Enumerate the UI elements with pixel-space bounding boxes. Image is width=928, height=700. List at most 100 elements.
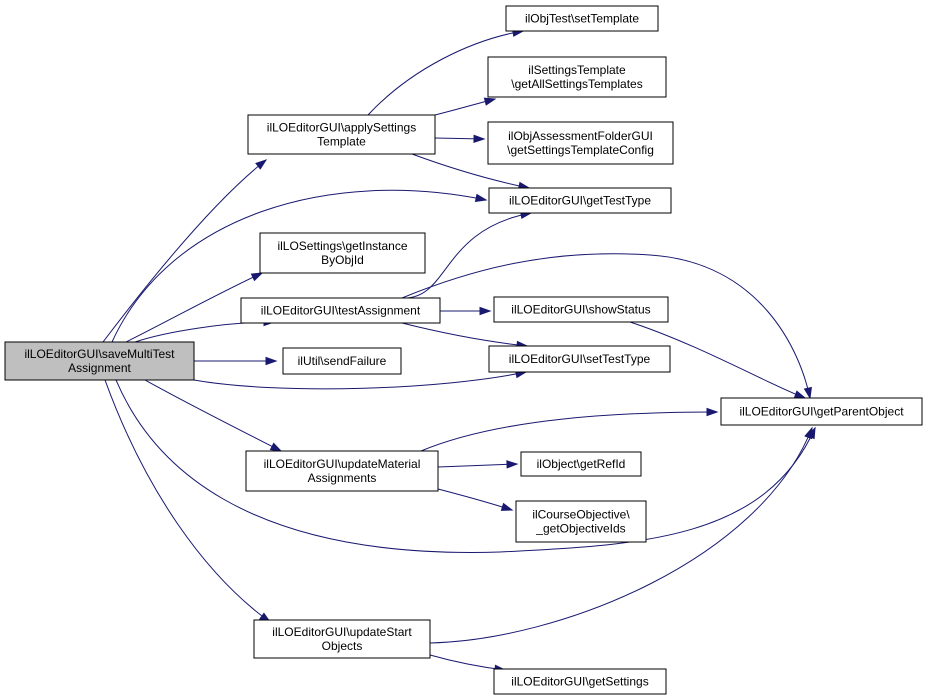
edge-line (411, 153, 530, 189)
edge-line (401, 212, 532, 299)
node-label-line: ilLOEditorGUI\setTestType (509, 352, 651, 366)
node-box (487, 56, 667, 98)
node-sendFailure[interactable]: ilUtil\sendFailure (282, 347, 402, 375)
edge-line (111, 189, 487, 343)
edge-applySettingsTemplate-to-getAllSettingsTemplates (434, 97, 497, 116)
node-getTestType[interactable]: ilLOEditorGUI\getTestType (488, 187, 672, 214)
edge-saveMultiTestAssignment-to-updateMaterialAssignments (144, 379, 283, 452)
node-label-line: ilLOEditorGUI\getTestType (509, 194, 651, 208)
node-label-line: Assignments (308, 471, 377, 485)
node-box (520, 451, 642, 477)
node-box (282, 347, 402, 375)
edge-arrowhead (803, 386, 812, 400)
edge-saveMultiTestAssignment-to-getTestType (111, 189, 488, 343)
node-label-line: ilUtil\sendFailure (298, 354, 387, 368)
edge-line (401, 322, 528, 347)
edge-line (104, 379, 271, 623)
edge-line (193, 371, 527, 390)
edge-line (102, 159, 267, 343)
node-label-line: Assignment (68, 361, 131, 375)
node-box (245, 450, 439, 492)
edge-line (420, 411, 718, 452)
edge-arrowhead (473, 134, 486, 143)
node-label-line: ilObjAssessmentFolderGUI (508, 129, 653, 143)
node-label-line: ilLOEditorGUI\getParentObject (739, 405, 904, 419)
node-setTestType[interactable]: ilLOEditorGUI\setTestType (488, 345, 671, 373)
edge-saveMultiTestAssignment-to-applySettingsTemplate (102, 159, 268, 343)
node-setTemplate[interactable]: ilObjTest\setTemplate (505, 5, 659, 32)
node-box (259, 232, 426, 274)
node-getSettingsTemplateConfig[interactable]: ilObjAssessmentFolderGUI\getSettingsTemp… (487, 121, 674, 165)
edge-saveMultiTestAssignment-to-sendFailure (194, 356, 278, 366)
node-box (4, 341, 195, 381)
edge-line (367, 30, 524, 116)
edge-updateMaterialAssignments-to-getParentObject (420, 407, 719, 452)
node-label-line: \getAllSettingsTemplates (511, 77, 642, 91)
edge-arrowhead (479, 306, 492, 316)
node-label-line: Template (317, 135, 366, 149)
node-box (515, 500, 647, 543)
edge-arrowhead (269, 442, 283, 452)
edge-line (429, 654, 506, 671)
edge-line (429, 427, 813, 644)
node-box (493, 296, 669, 323)
nodes-layer: ilLOEditorGUI\saveMultiTestAssignmentilL… (4, 5, 923, 695)
node-label-line: ilLOEditorGUI\testAssignment (261, 304, 421, 318)
edge-arrowhead (250, 272, 264, 282)
node-box (488, 345, 671, 373)
node-label-line: ilCourseObjective\ (532, 508, 630, 522)
edge-line (134, 321, 275, 343)
edge-line (437, 463, 518, 468)
edge-updateMaterialAssignments-to-getRefId (437, 460, 519, 469)
node-label-line: ilLOEditorGUI\updateStart (272, 625, 412, 639)
edge-line (437, 488, 513, 511)
node-box (487, 121, 674, 165)
node-box (240, 297, 441, 324)
node-label-line: \getSettingsTemplateConfig (507, 143, 654, 157)
edge-updateStartObjects-to-getParentObject (429, 426, 813, 644)
node-label-line: Objects (322, 639, 363, 653)
edge-arrowhead (793, 390, 807, 399)
edge-arrowhead (706, 407, 719, 417)
node-label-line: ilLOEditorGUI\updateMaterial (264, 457, 421, 471)
edge-arrowhead (255, 159, 268, 170)
node-box (505, 5, 659, 32)
node-getObjectiveIds[interactable]: ilCourseObjective\_getObjectiveIds (515, 500, 647, 543)
node-getParentObject[interactable]: ilLOEditorGUI\getParentObject (720, 397, 923, 426)
edge-line (401, 253, 811, 399)
edge-line (125, 272, 263, 343)
node-label-line: ByObjId (321, 253, 364, 267)
node-testAssignment[interactable]: ilLOEditorGUI\testAssignment (240, 297, 441, 324)
node-label-line: ilLOEditorGUI\applySettings (267, 121, 416, 135)
edge-updateMaterialAssignments-to-getObjectiveIds (437, 488, 514, 511)
edge-saveMultiTestAssignment-to-getInstanceByObjId (125, 272, 264, 343)
node-box (488, 187, 672, 214)
node-showStatus[interactable]: ilLOEditorGUI\showStatus (493, 296, 669, 323)
edge-arrowhead (804, 426, 813, 440)
edge-line (144, 379, 282, 452)
edge-line (629, 321, 806, 399)
edge-testAssignment-to-showStatus (440, 306, 492, 316)
node-box (720, 397, 923, 426)
node-getSettings[interactable]: ilLOEditorGUI\getSettings (493, 668, 667, 695)
edge-saveMultiTestAssignment-to-updateStartObjects (104, 379, 272, 623)
node-label-line: ilLOEditorGUI\getSettings (511, 675, 648, 689)
edge-testAssignment-to-setTestType (401, 322, 529, 350)
node-getRefId[interactable]: ilObject\getRefId (520, 451, 642, 477)
node-box (247, 114, 436, 155)
node-box (253, 619, 431, 659)
edge-arrowhead (483, 97, 497, 106)
node-box (493, 668, 667, 695)
edge-arrowhead (500, 502, 514, 511)
node-label-line: ilLOEditorGUI\saveMultiTest (24, 347, 175, 361)
node-label-line: _getObjectiveIds (535, 522, 625, 536)
edges-layer (102, 28, 816, 673)
node-getAllSettingsTemplates[interactable]: ilSettingsTemplate\getAllSettingsTemplat… (487, 56, 667, 98)
node-label-line: ilLOEditorGUI\showStatus (511, 303, 650, 317)
node-label-line: ilSettingsTemplate (528, 63, 626, 77)
